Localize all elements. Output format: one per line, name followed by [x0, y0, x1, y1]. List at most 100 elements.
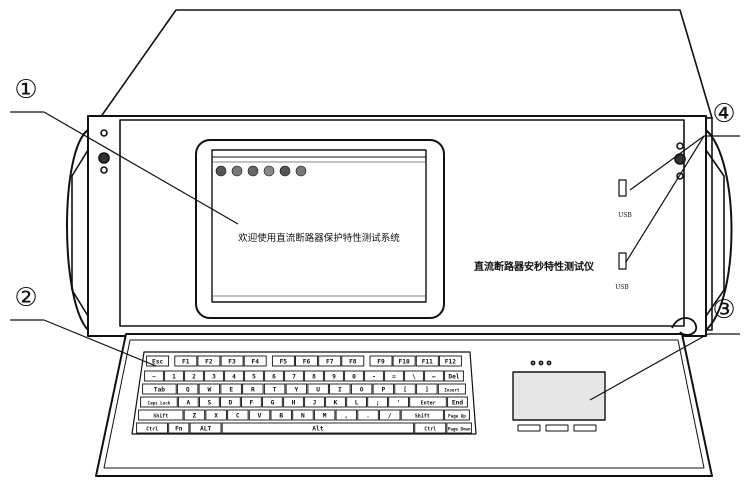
keyboard-key[interactable]: [307, 383, 329, 395]
keyboard-key[interactable]: [369, 355, 393, 367]
keyboard-key[interactable]: [444, 370, 464, 382]
keyboard-key[interactable]: [164, 370, 184, 382]
keyboard-key[interactable]: [415, 355, 439, 367]
keyboard-key-label: Caps Lock: [148, 401, 171, 406]
keyboard-key[interactable]: [244, 370, 264, 382]
keyboard-key-label: Ctrl: [146, 427, 158, 433]
keyboard-key-label: F9: [377, 359, 385, 366]
keyboard-key-label: 0: [352, 374, 356, 381]
keyboard-key[interactable]: [357, 409, 379, 421]
keyboard-key[interactable]: [325, 396, 346, 408]
keyboard-key[interactable]: [344, 370, 364, 382]
keyboard-key[interactable]: [243, 355, 267, 367]
keyboard-key-label: K: [334, 400, 338, 407]
keyboard-key[interactable]: [424, 370, 444, 382]
keyboard-key[interactable]: [142, 383, 177, 395]
keyboard-key[interactable]: [364, 370, 384, 382]
keyboard-key[interactable]: [220, 383, 242, 395]
keyboard-key[interactable]: [184, 370, 204, 382]
keyboard-key[interactable]: [263, 383, 286, 395]
keyboard-key[interactable]: [270, 409, 292, 421]
keyboard-key[interactable]: [414, 422, 447, 434]
keyboard-key[interactable]: [324, 370, 344, 382]
keyboard-key[interactable]: [367, 396, 388, 408]
keyboard-key-label: L: [355, 400, 359, 407]
keyboard-key[interactable]: [437, 383, 466, 395]
cabinet-top: [99, 9, 713, 119]
keyboard-key[interactable]: [292, 409, 314, 421]
keyboard-key[interactable]: [404, 370, 424, 382]
keyboard-key[interactable]: [205, 409, 227, 421]
keyboard-key-label: T: [273, 387, 277, 394]
keyboard-key[interactable]: [168, 422, 190, 434]
keyboard-key[interactable]: [447, 396, 468, 408]
keyboard-key[interactable]: [136, 422, 168, 434]
keyboard-key[interactable]: [248, 409, 271, 421]
keyboard-key[interactable]: [400, 409, 444, 421]
keyboard-key[interactable]: [224, 370, 244, 382]
keyboard-key[interactable]: [144, 370, 164, 382]
keyboard-key-label: -: [372, 374, 376, 381]
keyboard-key[interactable]: [346, 396, 367, 408]
keyboard-key[interactable]: [416, 383, 438, 395]
keyboard-key[interactable]: [242, 383, 264, 395]
keyboard-key[interactable]: [444, 409, 470, 421]
monitor-bezel: [195, 139, 445, 319]
callout-3-number: ③: [712, 295, 735, 325]
keyboard-key[interactable]: [341, 355, 365, 367]
keyboard-key[interactable]: [198, 383, 221, 395]
keyboard-key[interactable]: [379, 409, 401, 421]
keyboard-key[interactable]: [189, 422, 222, 434]
keyboard-key[interactable]: [313, 409, 336, 421]
keyboard-key-label: Insert: [444, 388, 460, 393]
keyboard-key[interactable]: [285, 383, 308, 395]
keyboard-key-label: W: [208, 387, 212, 394]
keyboard-key[interactable]: [177, 396, 199, 408]
callout-4-leader-a: [629, 135, 705, 191]
keyboard-key[interactable]: [199, 396, 220, 408]
keyboard-key-label: 7: [292, 374, 296, 381]
keyboard-key-label: /: [388, 413, 392, 420]
keyboard-key-label: ~: [152, 374, 156, 381]
keyboard-key-label: Ctrl: [424, 427, 436, 433]
keyboard-key[interactable]: [372, 383, 395, 395]
keyboard-key[interactable]: [221, 422, 415, 434]
keyboard-key[interactable]: [304, 396, 325, 408]
keyboard-key[interactable]: [183, 409, 206, 421]
keyboard-key-label: F2: [205, 359, 213, 366]
keyboard-key-label: S: [208, 400, 212, 407]
keyboard-key-label: ;: [376, 400, 380, 407]
keyboard-key[interactable]: [176, 383, 199, 395]
keyboard-key[interactable]: [227, 409, 249, 421]
keyboard-key[interactable]: [204, 370, 224, 382]
keyboard-key[interactable]: [174, 355, 198, 367]
keyboard-key[interactable]: [350, 383, 373, 395]
keyboard-key[interactable]: [197, 355, 221, 367]
keyboard-key[interactable]: [329, 383, 351, 395]
keyboard-key[interactable]: [384, 370, 404, 382]
keyboard-key[interactable]: [220, 355, 244, 367]
usb-port-upper: [618, 179, 627, 197]
keyboard-key[interactable]: [241, 396, 262, 408]
keyboard-key[interactable]: [140, 396, 178, 408]
keyboard-key[interactable]: [146, 355, 170, 367]
keyboard-key[interactable]: [264, 370, 284, 382]
keyboard-key[interactable]: [394, 383, 416, 395]
keyboard-key[interactable]: [271, 355, 295, 367]
keyboard-key[interactable]: [262, 396, 283, 408]
keyboard-key[interactable]: [304, 370, 324, 382]
keyboard-key[interactable]: [409, 396, 447, 408]
keyboard-key[interactable]: [392, 355, 416, 367]
keyboard-key[interactable]: [438, 355, 462, 367]
keyboard-key[interactable]: [220, 396, 241, 408]
keyboard-key[interactable]: [283, 396, 304, 408]
keyboard-key[interactable]: [138, 409, 184, 421]
keyboard-key[interactable]: [318, 355, 342, 367]
keyboard-key[interactable]: [388, 396, 409, 408]
keyboard-key[interactable]: [446, 422, 472, 434]
keyboard-key-label: F8: [349, 359, 357, 366]
keyboard-key[interactable]: [284, 370, 304, 382]
keyboard-key[interactable]: [335, 409, 358, 421]
keyboard-key[interactable]: [295, 355, 318, 367]
